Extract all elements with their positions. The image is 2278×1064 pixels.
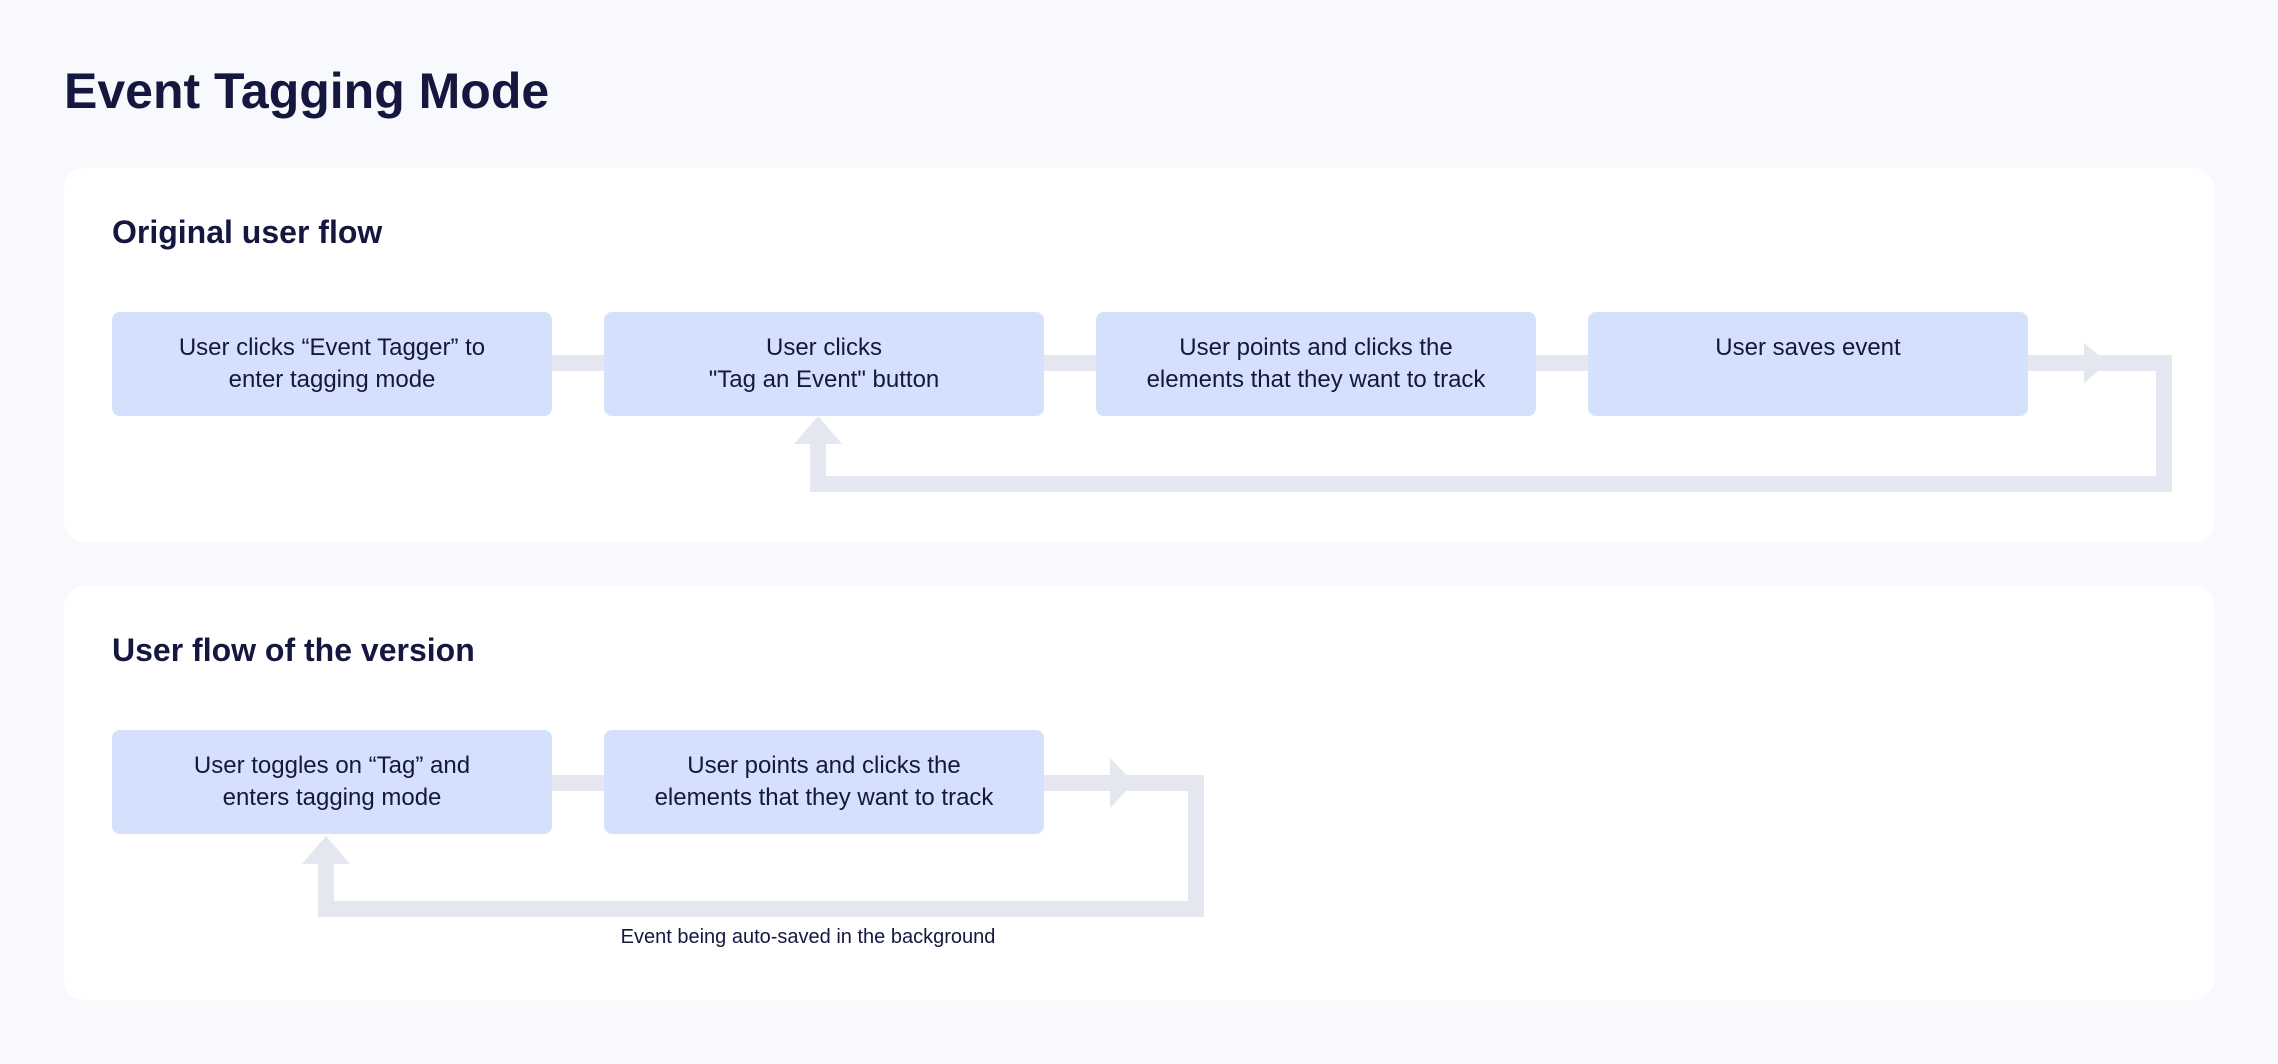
original-flow-panel: Original user flow User clicks “Event Ta…	[64, 168, 2214, 542]
original-step-1: User clicks “Event Tagger” to enter tagg…	[112, 312, 552, 416]
original-step-2: User clicks "Tag an Event" button	[604, 312, 1044, 416]
version-step-1: User toggles on “Tag” and enters tagging…	[112, 730, 552, 834]
page-title: Event Tagging Mode	[64, 63, 550, 119]
original-step-3: User points and clicks the elements that…	[1096, 312, 1536, 416]
original-step-4: User saves event	[1588, 312, 2028, 416]
connector-step1-step2	[552, 355, 604, 371]
loop-exit-arrowhead	[2084, 343, 2108, 383]
version-loop-return-arrowhead	[302, 836, 350, 864]
connector-step2-step3	[1044, 355, 1096, 371]
original-flow-connectors	[552, 343, 2172, 492]
connector-vstep1-vstep2	[552, 775, 604, 791]
version-loop-back-connector	[318, 775, 1204, 917]
original-flow-title: Original user flow	[112, 214, 383, 250]
auto-save-caption: Event being auto-saved in the background	[620, 926, 996, 948]
loop-return-arrowhead	[794, 416, 842, 444]
loop-back-connector	[810, 355, 2172, 492]
version-step-2: User points and clicks the elements that…	[604, 730, 1044, 834]
version-flow-connectors	[302, 758, 1204, 917]
connector-step3-step4	[1536, 355, 1588, 371]
version-flow-title: User flow of the version	[112, 632, 475, 668]
version-flow-panel: User flow of the version User toggles on…	[64, 586, 2214, 1000]
version-loop-exit-arrowhead	[1110, 758, 1134, 808]
